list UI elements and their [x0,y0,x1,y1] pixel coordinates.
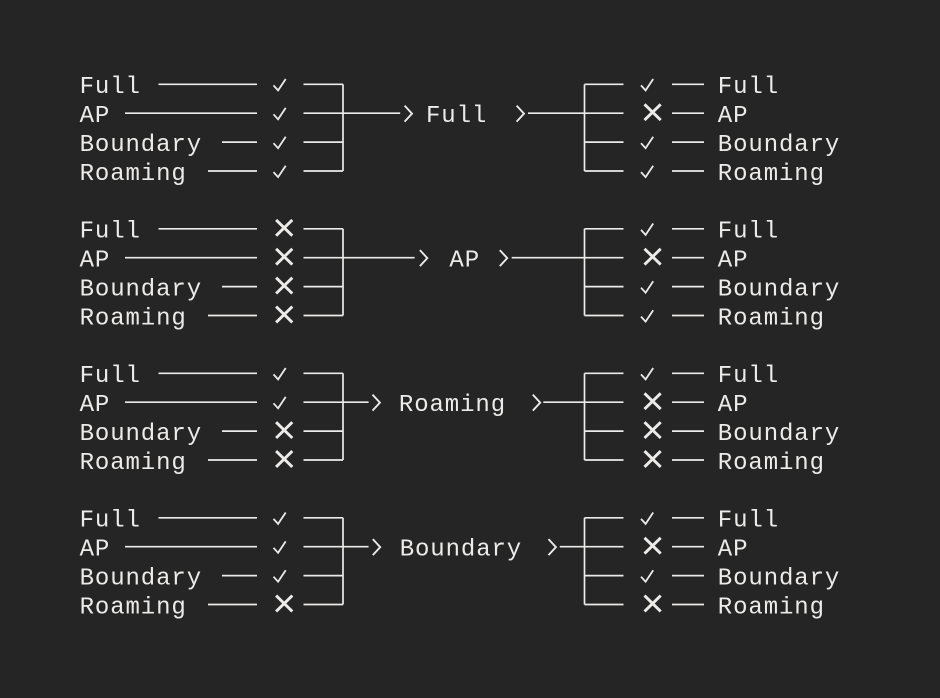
svg-text:AP: AP [80,537,111,564]
svg-text:AP: AP [80,392,111,419]
svg-text:Roaming: Roaming [718,161,825,188]
svg-text:AP: AP [449,248,480,275]
svg-text:Roaming: Roaming [80,161,187,188]
svg-text:Full: Full [718,363,779,390]
svg-text:Boundary: Boundary [400,537,522,564]
svg-text:Full: Full [80,74,141,101]
svg-text:Boundary: Boundary [80,276,202,303]
svg-text:Full: Full [80,508,141,535]
svg-text:Boundary: Boundary [80,132,202,159]
svg-text:Full: Full [718,74,779,101]
svg-text:Full: Full [426,103,487,130]
svg-text:Roaming: Roaming [718,305,825,332]
svg-text:Full: Full [718,219,779,246]
svg-text:Boundary: Boundary [80,565,202,592]
svg-text:Boundary: Boundary [718,421,840,448]
svg-text:Roaming: Roaming [80,450,187,477]
svg-text:Full: Full [718,508,779,535]
svg-text:AP: AP [718,103,749,130]
svg-text:Boundary: Boundary [718,132,840,159]
svg-text:AP: AP [80,248,111,275]
svg-text:Roaming: Roaming [399,392,506,419]
svg-text:Roaming: Roaming [718,594,825,621]
svg-text:AP: AP [718,537,749,564]
svg-text:Full: Full [80,363,141,390]
svg-text:Roaming: Roaming [80,594,187,621]
svg-text:AP: AP [718,392,749,419]
svg-text:Full: Full [80,219,141,246]
svg-text:Roaming: Roaming [80,305,187,332]
svg-text:Boundary: Boundary [80,421,202,448]
svg-text:AP: AP [80,103,111,130]
svg-text:Boundary: Boundary [718,565,840,592]
svg-text:AP: AP [718,248,749,275]
svg-text:Boundary: Boundary [718,276,840,303]
svg-text:Roaming: Roaming [718,450,825,477]
